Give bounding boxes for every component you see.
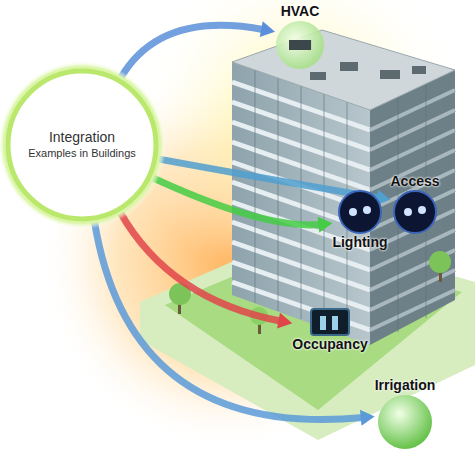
building-right-face <box>370 70 455 345</box>
arrow-line <box>152 177 322 224</box>
node-shape <box>393 190 437 234</box>
arrow-line <box>120 212 281 321</box>
hub-circle: IntegrationExamples in Buildings <box>0 60 167 230</box>
system-node: HVAC <box>275 3 325 70</box>
system-node: Access <box>390 173 439 234</box>
node-shape <box>377 394 433 450</box>
flow-arrow <box>94 221 374 426</box>
system-node: Occupancy <box>292 308 367 353</box>
flow-arrow <box>121 21 275 78</box>
trees <box>169 251 451 334</box>
flow-arrow <box>152 177 333 232</box>
occupancy-panel <box>310 308 350 336</box>
floor-bands-right <box>370 90 455 330</box>
arrow-head <box>360 410 375 426</box>
arrow-head <box>277 313 292 329</box>
hub-heading: Integration <box>49 129 115 147</box>
arrow-head <box>260 21 275 37</box>
system-label: HVAC <box>281 3 320 20</box>
yellow-glow <box>130 0 470 290</box>
system-label: Occupancy <box>292 336 367 353</box>
lens-circle <box>338 190 382 234</box>
lens-circle <box>393 190 437 234</box>
hub-subheading: Examples in Buildings <box>28 147 136 161</box>
system-node: Lighting <box>332 190 387 251</box>
node-shape <box>275 20 325 70</box>
glow-circle <box>275 20 325 70</box>
system-label: Lighting <box>332 234 387 251</box>
node-shape <box>310 308 350 336</box>
arrow-head <box>318 217 333 233</box>
arrow-line <box>121 25 265 78</box>
flow-arrow <box>120 212 292 329</box>
glow-circle <box>377 394 433 450</box>
node-shape <box>338 190 382 234</box>
system-label: Irrigation <box>375 377 436 394</box>
system-node: Irrigation <box>375 377 436 450</box>
roof <box>232 30 455 110</box>
arrow-line <box>94 221 363 420</box>
system-label: Access <box>390 173 439 190</box>
